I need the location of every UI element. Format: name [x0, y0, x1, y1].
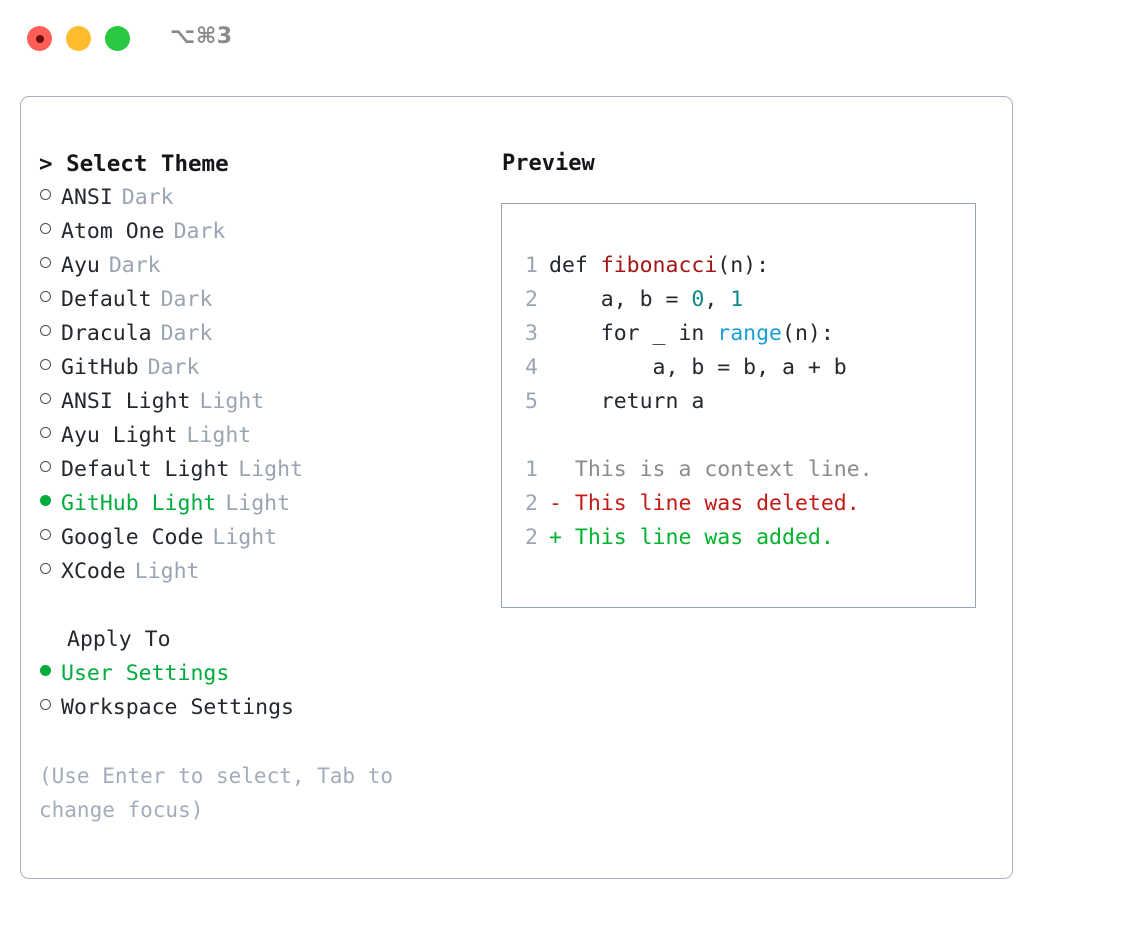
- theme-option-kind-badge: Light: [212, 525, 278, 550]
- select-theme-header: > Select Theme: [39, 151, 229, 177]
- code-diff-separator: [518, 419, 873, 453]
- theme-option-kind-badge: Light: [199, 389, 265, 414]
- code-token: (n):: [717, 253, 770, 278]
- theme-option-ayu[interactable]: Ayu Dark: [39, 249, 489, 283]
- line-number: 2: [525, 525, 538, 550]
- title-bar: ⌥⌘3: [0, 0, 1140, 78]
- theme-option-label: Dracula: [61, 321, 152, 346]
- theme-option-kind-badge: Light: [238, 457, 304, 482]
- theme-option-ansi[interactable]: ANSI Dark: [39, 181, 489, 215]
- theme-option-kind-badge: Light: [186, 423, 252, 448]
- line-number: 1: [525, 253, 538, 278]
- diff-text: This line was deleted.: [574, 491, 860, 516]
- theme-option-default[interactable]: Default Dark: [39, 283, 489, 317]
- line-number: 2: [525, 287, 538, 312]
- theme-option-ansi-light[interactable]: ANSI Light Light: [39, 385, 489, 419]
- code-token: fibonacci: [600, 253, 718, 278]
- code-token: ,: [704, 287, 731, 312]
- keyboard-shortcut-label: ⌥⌘3: [170, 24, 233, 49]
- code-token: range: [717, 321, 783, 346]
- theme-option-kind-badge: Light: [134, 559, 200, 584]
- line-number: 2: [525, 491, 538, 516]
- code-line: 2 a, b = 0, 1: [518, 283, 873, 317]
- theme-option-label: Ayu: [61, 253, 100, 278]
- traffic-lights: [27, 26, 130, 51]
- line-number: 5: [525, 389, 538, 414]
- line-number: 1: [525, 457, 538, 482]
- maximize-button[interactable]: [105, 26, 130, 51]
- preview-title: Preview: [502, 151, 595, 176]
- theme-option-xcode[interactable]: XCode Light: [39, 555, 489, 589]
- theme-option-label: ANSI: [61, 185, 113, 210]
- code-line: 3 for _ in range(n):: [518, 317, 873, 351]
- theme-option-ayu-light[interactable]: Ayu Light Light: [39, 419, 489, 453]
- diff-text: This line was added.: [574, 525, 834, 550]
- diff-line: 2 + This line was added.: [518, 521, 873, 555]
- apply-to-option-label: User Settings: [61, 661, 230, 686]
- theme-option-label: Ayu Light: [61, 423, 178, 448]
- code-token: 0: [691, 287, 705, 312]
- code-token: (n):: [782, 321, 834, 346]
- code-token: a, b =: [549, 287, 692, 312]
- theme-option-label: Default Light: [61, 457, 230, 482]
- diff-marker: [549, 457, 575, 482]
- theme-option-google-code[interactable]: Google Code Light: [39, 521, 489, 555]
- code-token: def: [549, 253, 601, 278]
- code-line: 5 return a: [518, 385, 873, 419]
- theme-option-github[interactable]: GitHub Dark: [39, 351, 489, 385]
- theme-option-kind-badge: Dark: [108, 253, 161, 278]
- code-token: return a: [549, 389, 705, 414]
- spacer-2: [39, 725, 489, 759]
- apply-to-option-workspace-settings[interactable]: Workspace Settings: [39, 691, 489, 725]
- diff-text: This is a context line.: [574, 457, 873, 482]
- theme-option-github-light[interactable]: GitHub Light Light: [39, 487, 489, 521]
- code-token: 1: [730, 287, 744, 312]
- code-line: 4 a, b = b, a + b: [518, 351, 873, 385]
- theme-option-label: Atom One: [61, 219, 165, 244]
- theme-option-label: GitHub: [61, 355, 139, 380]
- spacer: [39, 589, 489, 623]
- keyboard-hint: (Use Enter to select, Tab to change focu…: [39, 764, 406, 822]
- theme-option-kind-badge: Dark: [121, 185, 174, 210]
- close-button[interactable]: [27, 26, 52, 51]
- theme-option-label: ANSI Light: [61, 389, 191, 414]
- theme-option-default-light[interactable]: Default Light Light: [39, 453, 489, 487]
- theme-option-kind-badge: Dark: [147, 355, 200, 380]
- theme-option-kind-badge: Dark: [160, 287, 213, 312]
- diff-marker: +: [549, 525, 575, 550]
- theme-option-dracula[interactable]: Dracula Dark: [39, 317, 489, 351]
- line-number: 3: [525, 321, 538, 346]
- diff-marker: -: [549, 491, 575, 516]
- code-token: for _ in: [549, 321, 718, 346]
- theme-option-kind-badge: Dark: [173, 219, 226, 244]
- diff-line: 1 This is a context line.: [518, 453, 873, 487]
- apply-to-option-label: Workspace Settings: [61, 695, 294, 720]
- theme-option-kind-badge: Light: [225, 491, 291, 516]
- line-number: 4: [525, 355, 538, 380]
- theme-option-label: GitHub Light: [61, 491, 217, 516]
- apply-to-label: Apply To: [67, 627, 171, 652]
- minimize-button[interactable]: [66, 26, 91, 51]
- theme-option-label: Google Code: [61, 525, 204, 550]
- code-token: a, b = b, a + b: [549, 355, 847, 380]
- code-line: 1 def fibonacci(n):: [518, 249, 873, 283]
- theme-option-atom-one[interactable]: Atom One Dark: [39, 215, 489, 249]
- theme-option-label: Default: [61, 287, 152, 312]
- diff-line: 2- This line was deleted.: [518, 487, 873, 521]
- apply-to-option-user-settings[interactable]: User Settings: [39, 657, 489, 691]
- theme-option-kind-badge: Dark: [160, 321, 213, 346]
- theme-option-label: XCode: [61, 559, 126, 584]
